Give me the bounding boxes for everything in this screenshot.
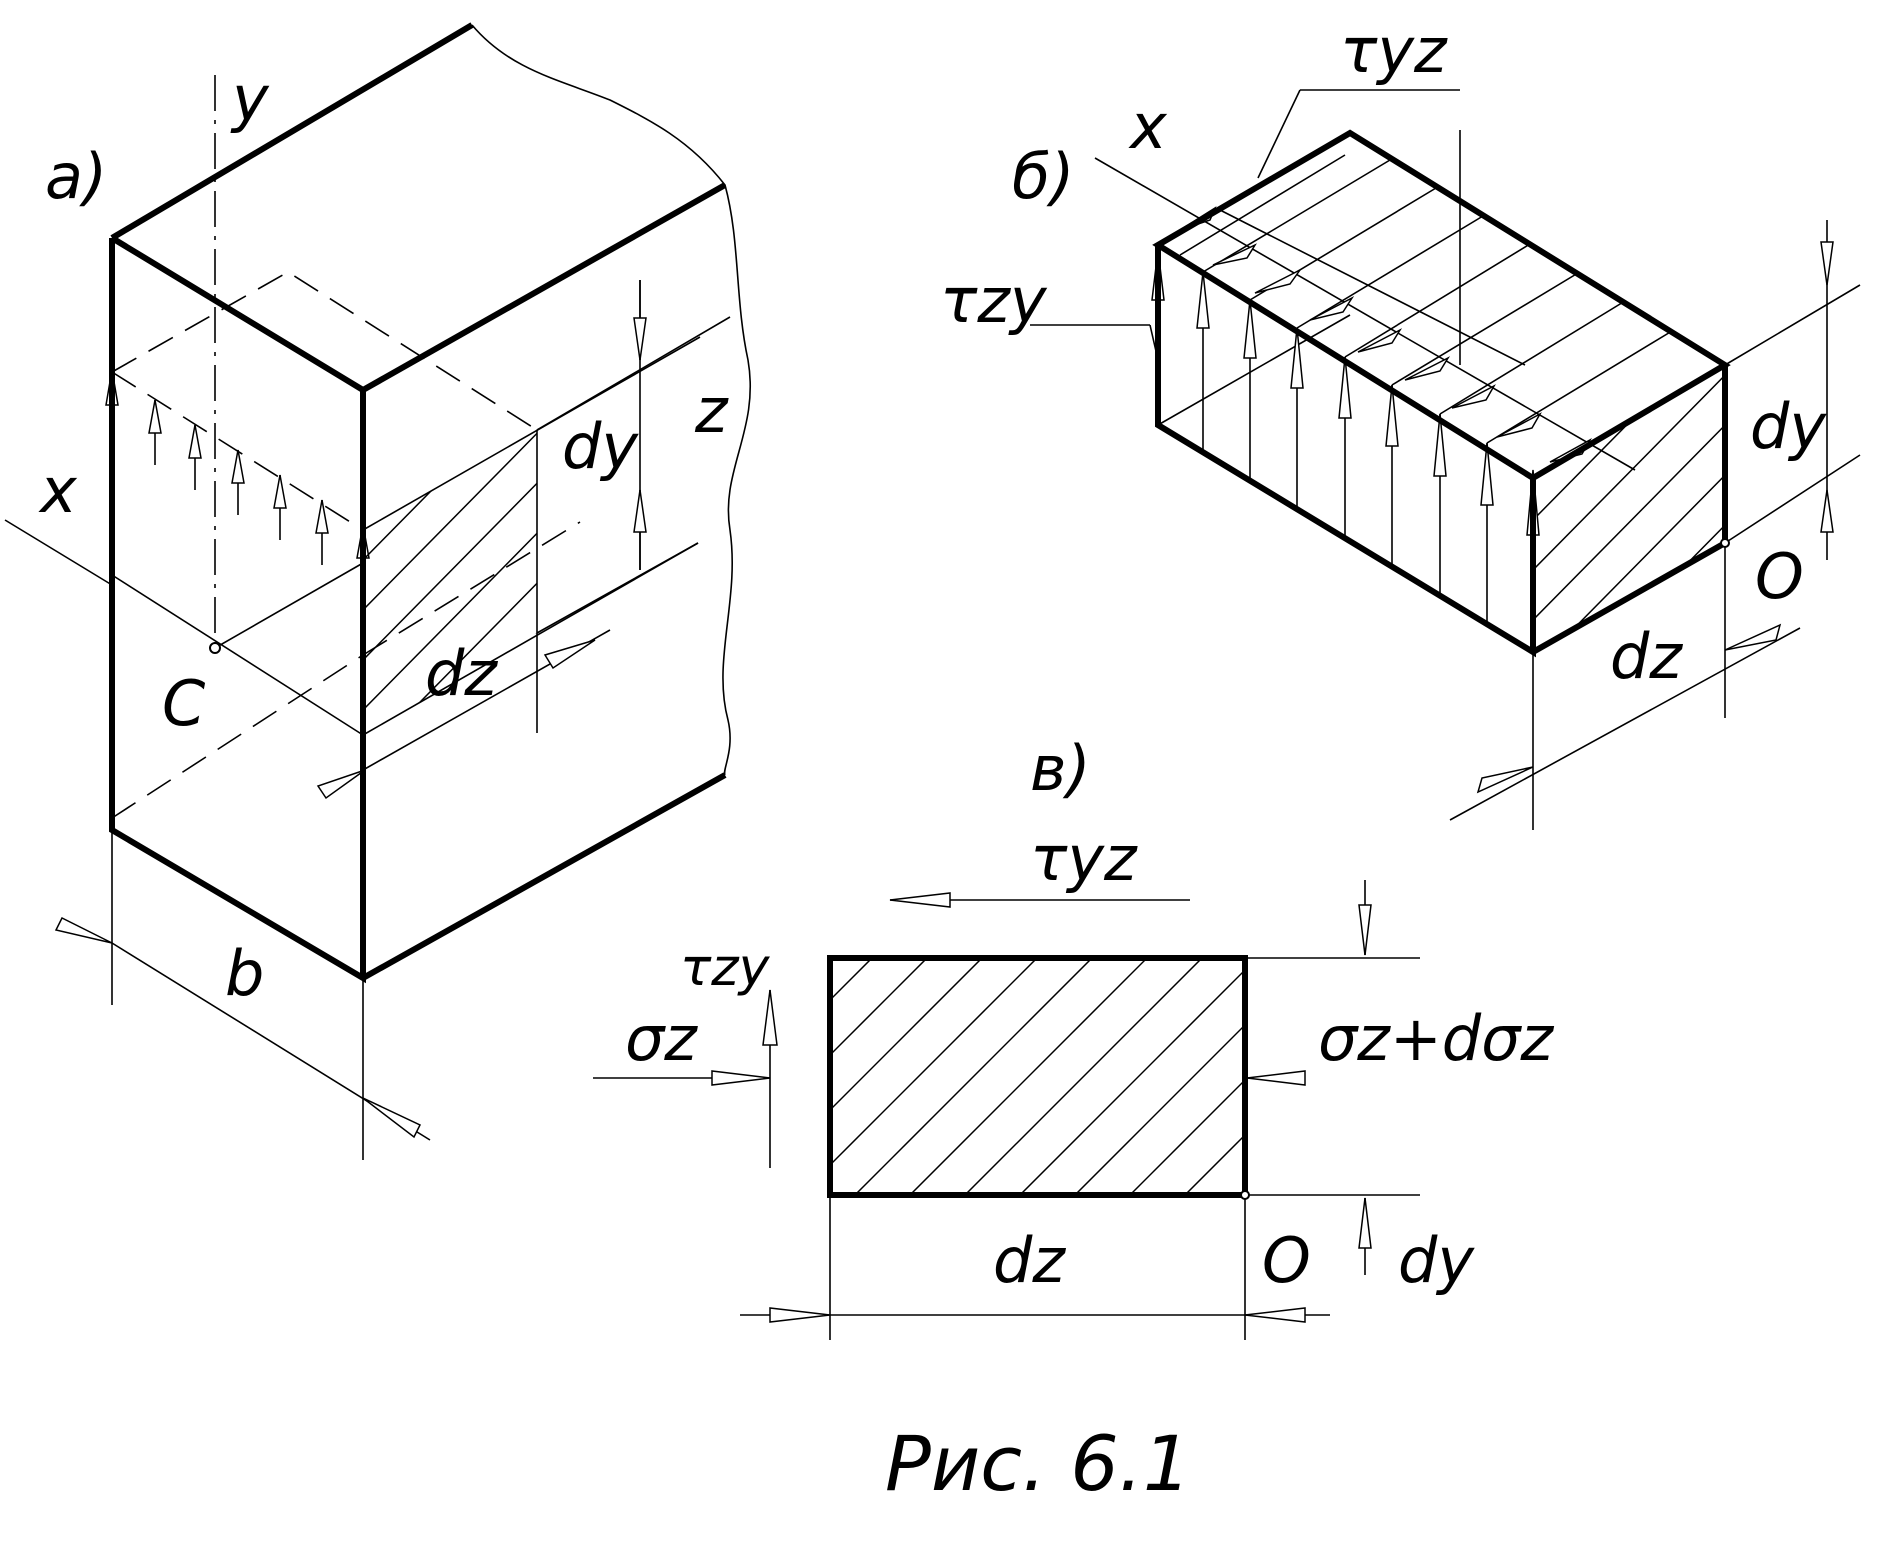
- panel-b-shear-arrows-top: [1179, 206, 1592, 463]
- panel-b: б) x τyz τzy dy O dz: [940, 14, 1861, 830]
- shear-arrow: [148, 399, 162, 465]
- dy-bottom-arrow: [1358, 1197, 1372, 1249]
- panel-c-dim-dy-label: dy: [1398, 1224, 1475, 1297]
- panel-c-arrows: [711, 892, 1372, 1323]
- axis-z-label: z: [694, 374, 729, 447]
- panel-c-label: в): [1030, 732, 1091, 805]
- dz-right-arrow: [1244, 1307, 1306, 1323]
- sigma-z-label: σz: [625, 1002, 698, 1075]
- panel-b-dimension-arrows: [1476, 241, 1834, 794]
- panel-c-tau-zy-label: τzy: [680, 938, 771, 998]
- panel-a: а) y x z dy dz C b: [4, 22, 752, 1160]
- point-c-marker: [209, 642, 221, 654]
- tau-zy-arrow: [762, 989, 778, 1046]
- shear-arrow: [273, 474, 287, 540]
- panel-c-hatched-section: [830, 958, 1245, 1195]
- shear-arrow: [188, 424, 202, 490]
- sigma-z-plus-arrow: [1246, 1070, 1306, 1086]
- axis-y-label: y: [230, 62, 270, 135]
- panel-b-dim-dz-label: dz: [1610, 620, 1683, 693]
- panel-b-point-o-label: O: [1755, 540, 1804, 613]
- shear-arrow: [231, 449, 245, 515]
- sigma-z-arrow: [711, 1070, 771, 1086]
- panel-b-hatched-face: [1533, 365, 1725, 652]
- panel-b-prism-outline: [1152, 129, 1731, 658]
- shear-arrow: [315, 499, 329, 565]
- panel-b-label: б): [1012, 140, 1074, 213]
- panel-c-point-o-label: O: [1262, 1224, 1311, 1297]
- panel-b-dim-dy-label: dy: [1750, 390, 1827, 463]
- panel-c-tau-yz-label: τyz: [1030, 822, 1138, 895]
- point-c-label: C: [162, 667, 206, 740]
- dy-top-arrow: [1358, 904, 1372, 956]
- panel-a-shear-arrows: [105, 369, 370, 590]
- figure-caption: Рис. 6.1: [885, 1419, 1191, 1508]
- panel-b-axis-x-label: x: [1128, 90, 1168, 163]
- panel-a-hatched-face: [363, 430, 537, 735]
- panel-c-dim-dz-label: dz: [993, 1224, 1066, 1297]
- panel-a-construction-lines: [4, 24, 752, 1160]
- tau-yz-arrow: [889, 892, 951, 908]
- dim-dz-label: dz: [425, 637, 498, 710]
- sigma-z-plus-label: σz+dσz: [1318, 1002, 1554, 1075]
- axis-x-label: x: [38, 454, 78, 527]
- tau-yz-label: τyz: [1340, 14, 1448, 87]
- dz-left-arrow: [769, 1307, 831, 1323]
- panel-c: в): [593, 732, 1554, 1340]
- panel-a-dimension-arrows: [54, 280, 647, 1139]
- dim-b-label: b: [225, 937, 264, 1010]
- panel-c-section-outline: [827, 955, 1248, 1198]
- panel-a-label: а): [45, 140, 107, 213]
- panel-b-front-face-lines: [1202, 272, 1488, 625]
- tau-zy-label: τzy: [940, 264, 1048, 337]
- panel-a-beam-outline: [109, 22, 727, 984]
- dim-dy-label: dy: [562, 410, 639, 483]
- panel-b-top-face-lines: [1179, 154, 1673, 444]
